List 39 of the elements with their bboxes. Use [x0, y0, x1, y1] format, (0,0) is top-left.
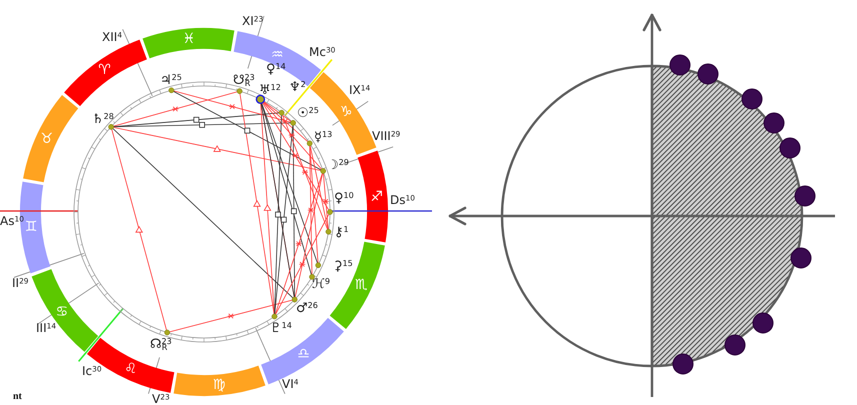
zodiac-sign-glyph: ♐ — [370, 190, 384, 204]
house-cusp-label: III$^{14}$ — [36, 322, 56, 335]
zodiac-sign-glyph: ♏ — [354, 278, 368, 292]
planet-position-label: ⚳$^{15}$ — [333, 260, 353, 275]
zodiac-sign-glyph: ♎ — [297, 347, 310, 362]
house-cusp-label: VIII$^{29}$ — [372, 130, 400, 143]
planet-position-label: ☿$^{13}$ — [314, 131, 332, 146]
zodiac-sign-glyph: ♍ — [212, 378, 226, 392]
planet-position-label: ☉$^{25}$ — [297, 107, 319, 122]
planet-position-label: ⚷$^{1}$ — [334, 226, 349, 241]
house-cusp-label: As$^{10}$ — [0, 215, 24, 228]
zodiac-sign-glyph: ♌ — [124, 362, 137, 376]
house-cusp-label: Ic$^{30}$ — [82, 365, 102, 378]
planet-position-label: ♀$^{10}$ — [334, 192, 354, 207]
planet-position-label: ♅$^{12}$ — [259, 84, 281, 99]
zodiac-sign-glyph: ♈ — [98, 62, 111, 77]
planet-position-label: ♃$^{25}$ — [160, 74, 182, 89]
house-cusp-label: II$^{29}$ — [12, 277, 29, 290]
planet-position-label: ♇$^{14}$ — [270, 322, 292, 337]
zodiac-sign-glyph: ♉ — [40, 132, 54, 146]
planet-position-label: ♄$^{28}$ — [92, 113, 114, 128]
house-cusp-label: XII$^{4}$ — [102, 31, 122, 44]
planet-position-label: ♂$^{26}$ — [296, 302, 318, 317]
text-fragment: nt — [13, 391, 22, 402]
zodiac-sign-glyph: ♋ — [56, 304, 68, 319]
zodiac-sign-glyph: ♒ — [271, 48, 284, 62]
house-cusp-label: VI$^{4}$ — [282, 378, 298, 391]
planet-position-label: ☽$^{29}$ — [327, 159, 349, 174]
house-cusp-label: V$^{23}$ — [152, 393, 170, 405]
zodiac-sign-glyph: ♑ — [340, 105, 352, 120]
house-cusp-label: Mc$^{30}$ — [309, 46, 336, 59]
planet-position-label: ♀$^{14}$ — [266, 63, 286, 78]
house-cusp-label: Ds$^{10}$ — [390, 194, 415, 207]
planet-position-label: ♆$^{2}$ — [289, 81, 306, 96]
zodiac-sign-glyph: ♊ — [24, 220, 38, 234]
house-cusp-label: XI$^{23}$ — [242, 15, 264, 28]
zodiac-sign-glyph: ♓ — [182, 32, 196, 46]
planet-position-label: ℋ$^{9}$ — [312, 278, 330, 293]
house-cusp-label: IX$^{14}$ — [349, 84, 370, 97]
